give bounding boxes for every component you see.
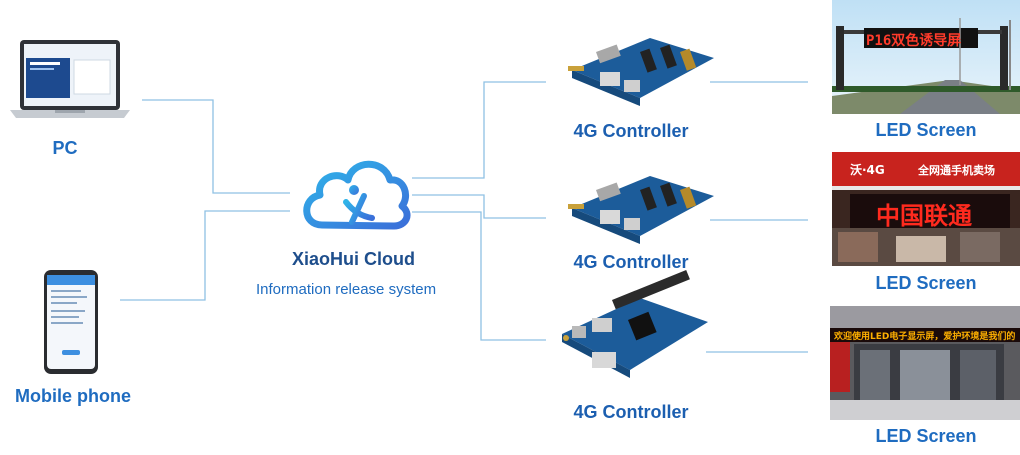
led-sign-text-1: P16双色诱导屏 [866, 33, 962, 49]
pc-to-cloud-line [142, 99, 290, 194]
controller-board-2-icon [568, 176, 714, 244]
led-screen-1-label: LED Screen [875, 120, 977, 140]
controller-1-label: 4G Controller [573, 121, 689, 141]
controller-2-label: 4G Controller [573, 252, 689, 272]
mobile-phone-label: Mobile phone [15, 386, 131, 406]
store-logo-text: 沃·4G [850, 163, 885, 177]
laptop-icon [10, 40, 130, 118]
controller-board-1-icon [568, 38, 714, 106]
cloud-to-controller-2-line [412, 194, 546, 219]
led-screen-photo-1 [832, 0, 1020, 114]
led-screen-photo-3 [830, 306, 1020, 420]
store-banner-text: 全网通手机卖场 [918, 164, 995, 177]
led-sign-text-2: 中国联通 [876, 202, 972, 230]
led-sign-text-3: 欢迎使用LED电子显示屏，爱护环境是我们的 [834, 332, 1016, 342]
pc-label: PC [52, 138, 78, 158]
controller-3-label: 4G Controller [573, 402, 689, 422]
mobile-to-cloud-line [120, 210, 290, 301]
cloud-to-controller-3-line [412, 211, 546, 341]
cloud-to-controller-1-line [412, 81, 546, 179]
smartphone-icon [44, 270, 98, 374]
cloud-subtitle: Information release system [256, 281, 437, 298]
controller-board-3-icon [562, 270, 708, 378]
led-screen-photo-2 [832, 152, 1020, 266]
cloud-title: XiaoHui Cloud [292, 249, 415, 269]
cloud-logo-icon [303, 160, 411, 230]
led-screen-3-label: LED Screen [875, 426, 977, 446]
led-screen-2-label: LED Screen [875, 273, 977, 293]
